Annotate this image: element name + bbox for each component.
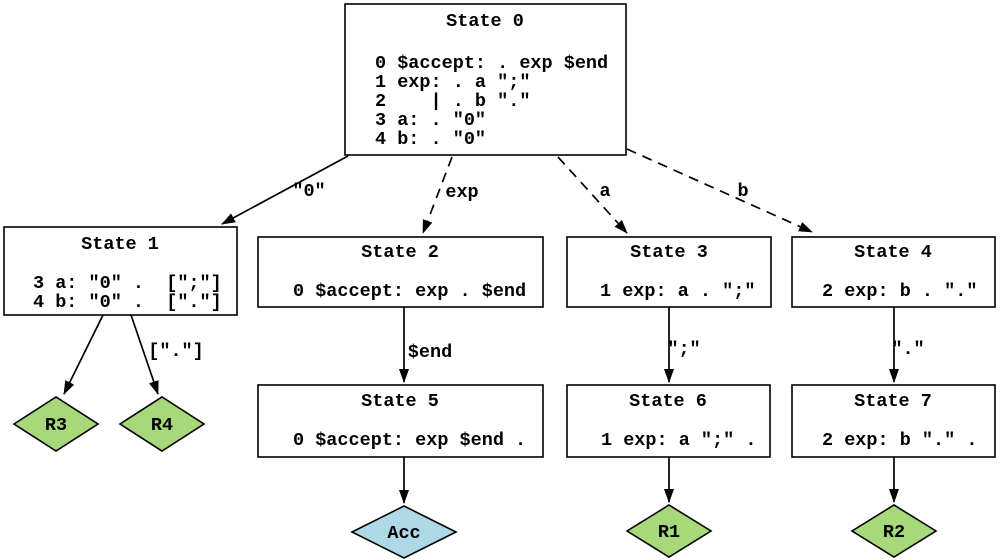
state-2-title: State 2 bbox=[361, 242, 439, 263]
accept-node: Acc bbox=[350, 505, 458, 559]
state-0-box bbox=[344, 3, 627, 156]
reduction-r2-label: R2 bbox=[883, 522, 905, 543]
reduction-r3-label: R3 bbox=[45, 415, 67, 436]
state-6-item: 1 exp: a ";" . bbox=[601, 430, 756, 451]
state-0-title: State 0 bbox=[446, 11, 524, 32]
reduction-r2-node: R2 bbox=[850, 504, 938, 558]
state-2-item: 0 $accept: exp . $end bbox=[293, 281, 526, 302]
state-5-title: State 5 bbox=[361, 391, 439, 412]
edge-label-state0-state2: exp bbox=[445, 182, 478, 203]
state-3-node: State 3 1 exp: a . ";" bbox=[566, 236, 772, 308]
edge-state0-state2 bbox=[422, 156, 453, 234]
edge-label-state4-state7: "." bbox=[891, 339, 924, 360]
state-1-box bbox=[3, 226, 238, 316]
state-6-box bbox=[566, 384, 771, 458]
state-4-node: State 4 2 exp: b . "." bbox=[791, 236, 996, 308]
state-6-title: State 6 bbox=[629, 391, 707, 412]
state-0-item: 2 | . b "." bbox=[375, 91, 530, 112]
edge-state1-r3 bbox=[63, 314, 104, 395]
edge-label-state0-state4: b bbox=[737, 181, 748, 202]
accept-diamond bbox=[350, 505, 458, 559]
edge-state0-state4 bbox=[626, 148, 813, 233]
state-7-box bbox=[791, 384, 996, 458]
state-0-node: State 0 0 $accept: . exp $end 1 exp: . a… bbox=[344, 3, 627, 156]
edge-label-state0-state1: "0" bbox=[292, 181, 325, 202]
edges bbox=[63, 148, 899, 504]
accept-label: Acc bbox=[387, 523, 420, 544]
state-7-item: 2 exp: b "." . bbox=[822, 430, 977, 451]
reduction-r4-node: R4 bbox=[118, 396, 206, 452]
state-2-node: State 2 0 $accept: exp . $end bbox=[257, 236, 544, 308]
state-1-item: 3 a: "0" . [";"] bbox=[33, 273, 222, 294]
state-0-item: 1 exp: . a ";" bbox=[375, 72, 530, 93]
state-3-title: State 3 bbox=[630, 242, 708, 263]
state-4-item: 2 exp: b . "." bbox=[822, 281, 977, 302]
state-3-item: 1 exp: a . ";" bbox=[600, 281, 755, 302]
state-5-item: 0 $accept: exp $end . bbox=[293, 430, 526, 451]
state-4-box bbox=[791, 236, 996, 308]
edge-state1-r4 bbox=[130, 314, 159, 395]
state-3-box bbox=[566, 236, 772, 308]
edge-state0-state3 bbox=[557, 156, 628, 234]
state-0-item: 3 a: . "0" bbox=[375, 110, 486, 131]
edge-label-state0-state3: a bbox=[599, 181, 610, 202]
state-1-item: 4 b: "0" . ["."] bbox=[33, 292, 222, 313]
reduction-r1-label: R1 bbox=[658, 522, 680, 543]
state-0-item: 4 b: . "0" bbox=[375, 129, 486, 150]
state-1-title: State 1 bbox=[81, 234, 159, 255]
edge-label-state3-state6: ";" bbox=[667, 339, 700, 360]
reduction-r4-label: R4 bbox=[151, 415, 173, 436]
reduction-r1-node: R1 bbox=[625, 504, 713, 558]
state-7-node: State 7 2 exp: b "." . bbox=[791, 384, 996, 458]
edge-label-state2-state5: $end bbox=[408, 342, 452, 363]
state-0-item: 0 $accept: . exp $end bbox=[375, 53, 608, 74]
reduction-r3-diamond bbox=[12, 396, 100, 452]
edge-labels: "0" exp a b ["."] $end ";" "." bbox=[148, 181, 924, 363]
state-7-title: State 7 bbox=[854, 391, 932, 412]
state-5-node: State 5 0 $accept: exp $end . bbox=[257, 384, 544, 458]
state-1-node: State 1 3 a: "0" . [";"] 4 b: "0" . ["."… bbox=[3, 226, 238, 316]
edge-label-state1-r4: ["."] bbox=[148, 341, 204, 362]
reduction-r4-diamond bbox=[118, 396, 206, 452]
state-5-box bbox=[257, 384, 544, 458]
state-6-node: State 6 1 exp: a ";" . bbox=[566, 384, 771, 458]
edge-state0-state1 bbox=[221, 155, 349, 225]
reduction-r3-node: R3 bbox=[12, 396, 100, 452]
state-4-title: State 4 bbox=[854, 242, 932, 263]
state-2-box bbox=[257, 236, 544, 308]
reduction-r2-diamond bbox=[850, 504, 938, 558]
reduction-r1-diamond bbox=[625, 504, 713, 558]
